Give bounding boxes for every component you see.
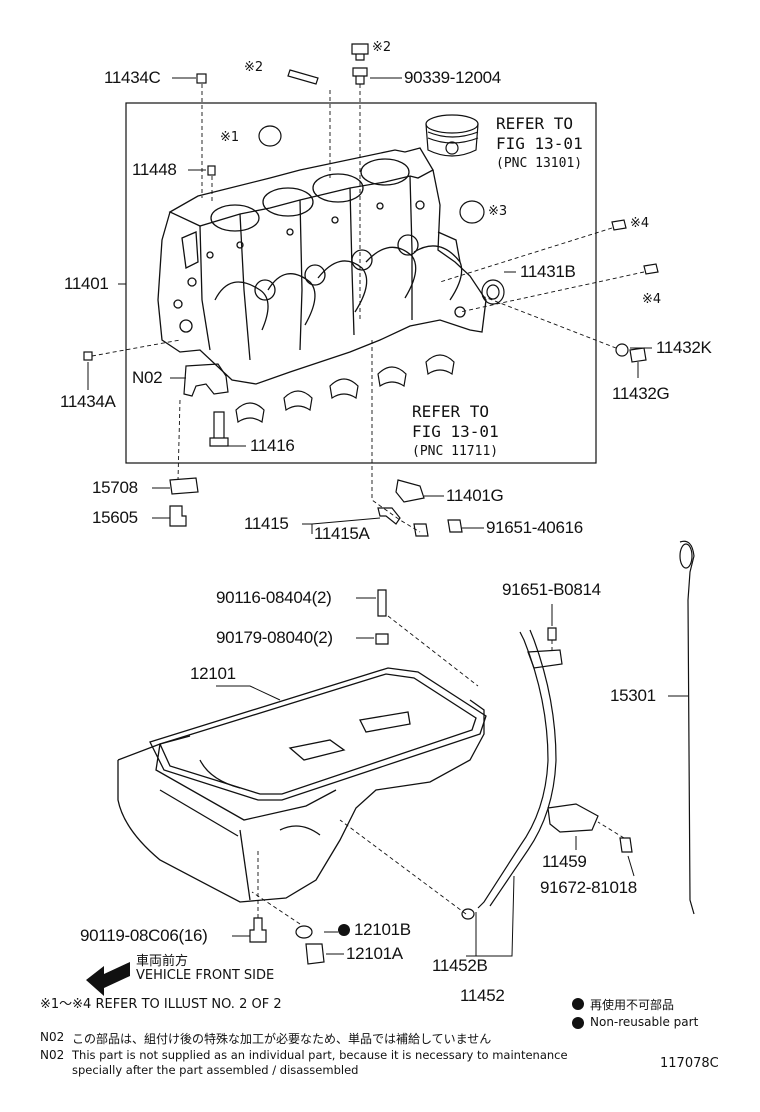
gasket-11432K <box>615 343 629 357</box>
oil-pan <box>117 667 487 903</box>
legend-nonreuse-en: Non-reusable part <box>590 1015 699 1029</box>
leader-lines <box>87 77 688 957</box>
callout-12101B: 12101B <box>354 920 411 939</box>
bolt-90119 <box>249 917 267 943</box>
callout-11448: 11448 <box>132 160 177 179</box>
o-ring-11452B <box>461 908 475 920</box>
pin-4a <box>611 219 627 231</box>
refer-bearing-line2: FIG 13-01 <box>412 422 499 441</box>
mark-4-lower: ※4 <box>642 292 662 307</box>
callout-90116-08404: 90116-08404(2) <box>216 588 332 607</box>
nonreuse-dot-icon <box>338 924 350 936</box>
gasket-12101B <box>295 925 313 939</box>
callout-N02: N02 <box>132 368 163 387</box>
expansion-plug-3 <box>459 200 485 224</box>
callout-12101: 12101 <box>190 664 236 683</box>
note-illust-ref: ※1～※4 REFER TO ILLUST NO. 2 OF 2 <box>40 997 282 1012</box>
pin-11448 <box>207 165 216 176</box>
callout-15708: 15708 <box>92 478 138 497</box>
refer-bearing: REFER TO FIG 13-01 (PNC 11711) <box>412 402 499 462</box>
bolt-91651-40616 <box>447 519 463 533</box>
mark-1: ※1 <box>220 130 240 145</box>
plug-15605 <box>169 505 187 527</box>
bolt-11416 <box>209 411 229 447</box>
callout-90179-08040: 90179-08040(2) <box>216 628 333 647</box>
note-n02-en-2: specially after the part assembled / dis… <box>72 1063 359 1077</box>
callout-91651-B0814: 91651-B0814 <box>502 580 601 599</box>
callout-11415A: 11415A <box>314 524 370 543</box>
callout-15301: 15301 <box>610 686 656 705</box>
mark-2-bolt: ※2 <box>372 40 392 55</box>
callout-91651-40616: 91651-40616 <box>486 518 583 537</box>
piston-reference <box>425 114 479 157</box>
front-arrow-icon <box>86 962 130 996</box>
callout-11459: 11459 <box>542 852 587 871</box>
callout-11416: 11416 <box>250 436 295 455</box>
pipe-11415 <box>377 507 401 525</box>
callout-11401: 11401 <box>64 274 109 293</box>
clamp-11459 <box>547 803 599 833</box>
plug-11432G <box>629 347 647 363</box>
stud-90116 <box>377 589 387 617</box>
refer-bearing-line1: REFER TO <box>412 402 490 421</box>
legend-dot-icon-2 <box>572 1017 584 1029</box>
seal-11431B <box>481 279 505 305</box>
callout-90339-12004: 90339-12004 <box>404 68 501 87</box>
figure-code: 117078C <box>660 1056 719 1071</box>
dipstick-15301 <box>679 540 695 915</box>
callout-11432K: 11432K <box>656 338 712 357</box>
callout-11432G: 11432G <box>612 384 670 403</box>
mark-4-upper: ※4 <box>630 216 650 231</box>
callout-15605: 15605 <box>92 508 138 527</box>
note-n02-en-tag: N02 <box>40 1048 65 1062</box>
refer-piston-line2: FIG 13-01 <box>496 134 583 153</box>
pin-11434C <box>196 73 207 84</box>
legend-nonreuse-jp: 再使用不可部品 <box>590 998 675 1012</box>
callout-11434C: 11434C <box>104 68 161 87</box>
callout-11434A: 11434A <box>60 392 116 411</box>
legend-dot-icon-1 <box>572 998 584 1010</box>
drain-plug-12101A <box>305 943 325 965</box>
callout-12101A: 12101A <box>346 944 403 963</box>
dipstick-guide-11452 <box>477 631 549 909</box>
refer-piston: REFER TO FIG 13-01 (PNC 13101) <box>496 114 583 174</box>
sensor-11401G <box>395 479 425 503</box>
mark-3: ※3 <box>488 204 508 219</box>
bracket-15708 <box>169 477 199 495</box>
bolt-91651-B0814 <box>547 627 557 641</box>
expansion-plug-1 <box>258 125 282 147</box>
refer-piston-pnc: (PNC 13101) <box>496 156 583 171</box>
note-n02-jp: この部品は、組付け後の特殊な加工が必要なため、単品では補給していません <box>72 1032 492 1046</box>
plug-90339 <box>352 67 368 85</box>
guide-lines <box>91 84 645 925</box>
front-side-en: VEHICLE FRONT SIDE <box>136 968 275 983</box>
pin-4b <box>643 263 659 275</box>
cylinder-block <box>157 147 487 385</box>
stud-bolt <box>287 69 319 85</box>
front-side-jp: 車両前方 <box>136 954 189 969</box>
guide-bracket <box>527 649 563 669</box>
callout-11431B: 11431B <box>520 262 576 281</box>
callout-11401G: 11401G <box>446 486 504 505</box>
bolt-91672 <box>619 837 633 853</box>
note-n02-jp-tag: N02 <box>40 1030 65 1044</box>
block-group-frame <box>125 102 597 464</box>
refer-piston-line1: REFER TO <box>496 114 574 133</box>
callout-91672-81018: 91672-81018 <box>540 878 637 897</box>
main-bearings <box>235 354 455 424</box>
plug-11415A <box>413 523 429 537</box>
bearing-cap-N02 <box>183 363 229 397</box>
plug-bolt-top <box>351 43 369 61</box>
note-n02-en-1: This part is not supplied as an individu… <box>72 1048 568 1062</box>
nut-90179 <box>375 633 389 645</box>
callout-11452B: 11452B <box>432 956 488 975</box>
callout-90119-08C06: 90119-08C06(16) <box>80 926 208 945</box>
callout-11452: 11452 <box>460 986 505 1005</box>
refer-bearing-pnc: (PNC 11711) <box>412 444 499 459</box>
callout-11415: 11415 <box>244 514 289 533</box>
mark-2-stud: ※2 <box>244 60 264 75</box>
pin-11434A <box>83 351 93 361</box>
